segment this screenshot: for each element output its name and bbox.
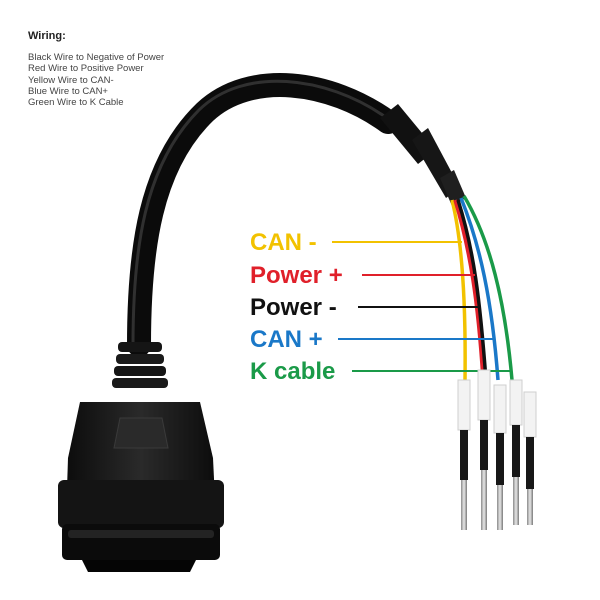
label-power-plus: Power + — [250, 262, 343, 289]
pin-terminals — [457, 369, 537, 530]
wiring-line-yellow: Yellow Wire to CAN- — [28, 74, 114, 86]
pin-terminal-icon — [457, 379, 471, 530]
wiring-line-green: Green Wire to K Cable — [28, 97, 124, 109]
wire-blue — [459, 197, 500, 381]
wiring-line-red: Red Wire to Positive Power — [28, 63, 144, 75]
wiring-description: Black Wire to Negative of Power Red Wire… — [28, 52, 164, 108]
wiring-line-black: Black Wire to Negative of Power — [28, 52, 165, 63]
wire-black — [456, 199, 488, 381]
obd2-connector-icon — [58, 402, 224, 572]
wire-red — [453, 199, 485, 381]
main-cable — [127, 73, 400, 357]
strain-relief — [112, 342, 168, 388]
label-power-minus: Power - — [250, 294, 337, 321]
wiring-line-blue: Blue Wire to CAN+ — [28, 85, 108, 97]
wiring-heading: Wiring: — [28, 30, 66, 42]
pin-terminal-icon — [509, 379, 523, 525]
pin-terminal-icon — [477, 369, 491, 530]
label-can-plus: CAN + — [250, 326, 323, 353]
label-can-minus: CAN - — [250, 229, 317, 256]
pin-terminal-icon — [493, 384, 507, 530]
pin-terminal-icon — [523, 391, 537, 525]
label-k-cable: K cable — [250, 358, 335, 385]
wire-green — [462, 195, 514, 381]
